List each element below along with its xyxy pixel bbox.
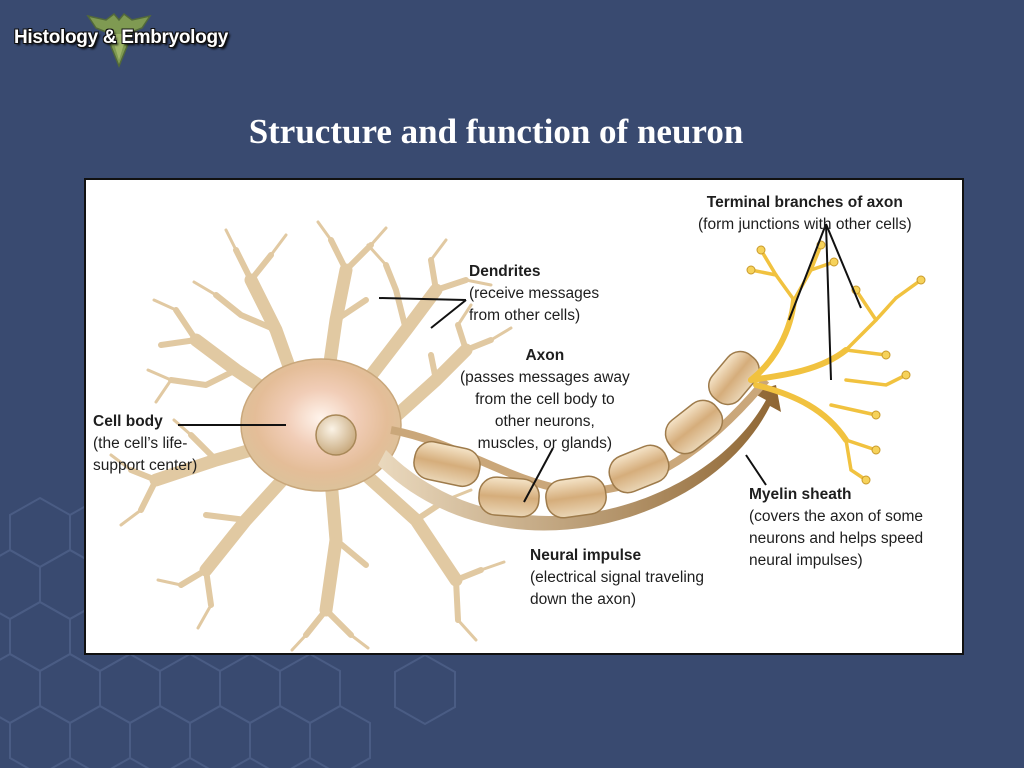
leader-terminal <box>788 223 862 381</box>
neuron-diagram: Terminal branches of axon (form junction… <box>84 178 964 655</box>
label-terminal-branches: Terminal branches of axon (form junction… <box>698 194 912 233</box>
nucleus <box>315 414 357 456</box>
leader-myelin <box>745 454 767 486</box>
label-axon: Axon (passes messages away from the cell… <box>460 347 630 452</box>
label-myelin-sheath: Myelin sheath (covers the axon of some n… <box>749 486 924 569</box>
label-neural-impulse: Neural impulse (electrical signal travel… <box>530 547 705 608</box>
myelin-sheath <box>413 350 760 519</box>
brand: Histology & Embryology <box>8 10 248 68</box>
dendrites <box>109 220 513 652</box>
label-dendrites: Dendrites (receive messages from other c… <box>469 263 600 324</box>
brand-title: Histology & Embryology <box>14 27 229 48</box>
leader-axon <box>523 447 554 503</box>
slide-title: Structure and function of neuron <box>248 112 744 151</box>
neural-impulse-arrow <box>378 385 781 531</box>
label-cell-body: Cell body (the cell’s life- support cent… <box>93 413 198 474</box>
neuron-illustration <box>109 220 926 652</box>
terminal-branches <box>746 240 926 485</box>
leader-lines <box>178 223 862 503</box>
leader-dendrites <box>378 297 467 329</box>
eagle-logo-icon <box>86 12 152 68</box>
